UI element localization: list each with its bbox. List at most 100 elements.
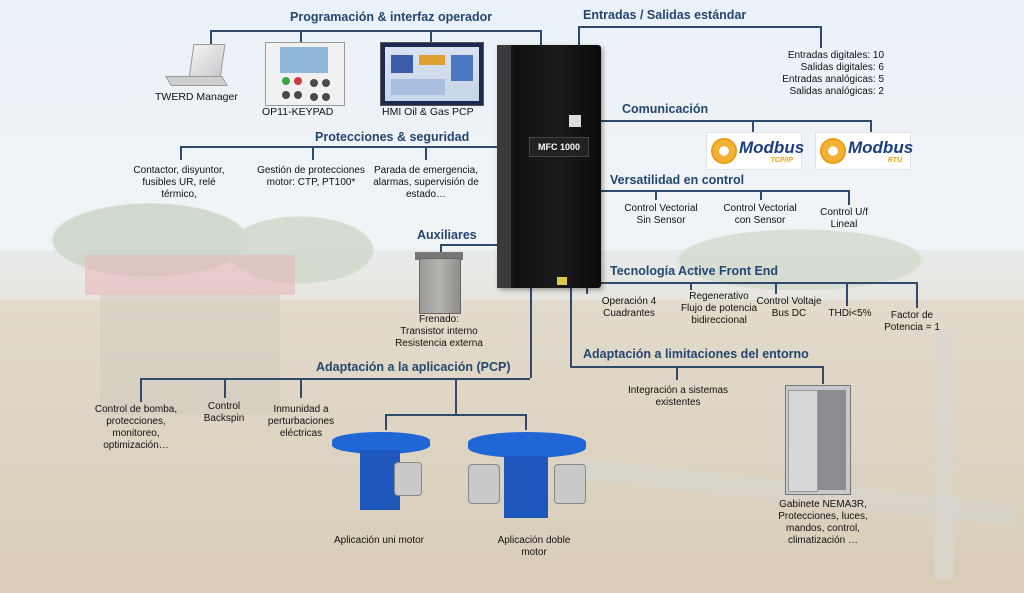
connector bbox=[224, 378, 226, 398]
connector bbox=[430, 30, 432, 42]
connector bbox=[210, 30, 212, 44]
control-vectorial-sin-sensor: Control Vectorial Sin Sensor bbox=[624, 203, 698, 226]
pcp-inmunidad: Inmunidad a perturbaciones eléctricas bbox=[267, 404, 335, 439]
section-title-programacion: Programación & interfaz operador bbox=[290, 10, 493, 24]
control-uf-lineal: Control U/f Lineal bbox=[820, 207, 868, 230]
io-digital-inputs: Entradas digitales: 10 bbox=[787, 50, 884, 61]
modbus-sub: TCP/IP bbox=[770, 157, 793, 164]
connector bbox=[440, 244, 442, 256]
afe-regenerativo: Regenerativo Flujo de potencia bidirecci… bbox=[680, 291, 758, 326]
section-title-comunicacion: Comunicación bbox=[622, 102, 709, 116]
connector bbox=[846, 282, 848, 306]
connector bbox=[586, 282, 588, 294]
section-title-protecciones: Protecciones & seguridad bbox=[315, 130, 470, 144]
braking-resistor-box bbox=[419, 258, 461, 314]
connector bbox=[820, 26, 822, 48]
connector bbox=[455, 378, 457, 414]
connector bbox=[822, 366, 824, 384]
connector bbox=[600, 120, 870, 122]
section-title-limitaciones: Adaptación a limitaciones del entorno bbox=[583, 347, 809, 361]
afe-4-cuadrantes: Operación 4 Cuadrantes bbox=[601, 296, 657, 319]
modbus-gear-icon bbox=[711, 138, 737, 164]
connector bbox=[848, 190, 850, 205]
auxiliares-text: Frenado: Transistor interno Resistencia … bbox=[378, 314, 500, 350]
afe-voltaje-bus: Control Voltaje Bus DC bbox=[756, 296, 822, 319]
pcp-control-backspin: Control Backspin bbox=[203, 401, 245, 424]
connector bbox=[752, 120, 754, 132]
control-vectorial-con-sensor: Control Vectorial con Sensor bbox=[723, 203, 797, 226]
connector bbox=[760, 190, 762, 200]
modbus-sub: RTU bbox=[887, 157, 902, 164]
hmi-block bbox=[419, 55, 445, 65]
connector bbox=[525, 414, 527, 430]
connector bbox=[440, 244, 498, 246]
connector bbox=[916, 282, 918, 308]
connector bbox=[600, 190, 848, 192]
connector bbox=[775, 282, 777, 294]
mfc1000-cabinet: MFC 1000 bbox=[497, 45, 601, 288]
keypad-key bbox=[310, 79, 318, 87]
section-title-auxiliares: Auxiliares bbox=[417, 228, 477, 242]
pcp-control-bomba: Control de bomba, protecciones, monitore… bbox=[94, 404, 178, 451]
connector bbox=[210, 30, 540, 32]
connector bbox=[180, 146, 498, 148]
keypad-image bbox=[265, 42, 345, 106]
hmi-block bbox=[391, 79, 445, 95]
section-title-adaptacion-pcp: Adaptación a la aplicación (PCP) bbox=[316, 360, 511, 374]
afe-thdi: THDi<5% bbox=[828, 308, 872, 319]
keypad-key bbox=[322, 93, 330, 101]
connector bbox=[870, 120, 872, 132]
proteccion-parada: Parada de emergencia, alarmas, supervisi… bbox=[373, 165, 479, 200]
connector bbox=[425, 146, 427, 160]
connector bbox=[578, 26, 820, 28]
nema-door bbox=[788, 390, 818, 492]
proteccion-motor: Gestión de protecciones motor: CTP, PT10… bbox=[257, 165, 365, 188]
io-analog-outputs: Salidas analógicas: 2 bbox=[789, 86, 884, 97]
pump-doble-motor-image bbox=[462, 430, 590, 532]
hmi-screen-image bbox=[380, 42, 484, 106]
proteccion-contactor: Contactor, disyuntor, fusibles UR, relé … bbox=[133, 165, 225, 200]
hmi-block bbox=[391, 55, 413, 73]
modbus-tcpip-logo: Modbus TCP/IP bbox=[706, 132, 805, 170]
laptop-icon bbox=[188, 44, 226, 79]
auxiliares-transistor: Transistor interno bbox=[400, 326, 478, 337]
modbus-word: Modbus bbox=[739, 138, 805, 157]
caption-nema3r: Gabinete NEMA3R, Protecciones, luces, ma… bbox=[778, 499, 868, 546]
background-post bbox=[935, 330, 953, 580]
pump-head bbox=[332, 432, 430, 454]
section-title-entradas-salidas: Entradas / Salidas estándar bbox=[583, 8, 747, 22]
cabinet-side bbox=[497, 45, 511, 288]
connector bbox=[570, 288, 572, 366]
hmi-block bbox=[451, 55, 473, 81]
keypad-key bbox=[294, 77, 302, 85]
connector bbox=[655, 190, 657, 200]
pump-body bbox=[504, 456, 548, 518]
connector bbox=[140, 378, 142, 402]
pump-uni-motor-image bbox=[330, 430, 432, 530]
connector bbox=[180, 146, 182, 160]
afe-factor-potencia: Factor de Potencia = 1 bbox=[884, 310, 940, 333]
connector bbox=[570, 366, 822, 368]
auxiliares-frenado: Frenado: bbox=[418, 314, 460, 325]
warning-sticker-icon bbox=[557, 277, 567, 285]
caption-uni-motor: Aplicación uni motor bbox=[333, 535, 425, 546]
pump-body bbox=[360, 450, 400, 510]
connector bbox=[300, 378, 302, 398]
background-pump-body bbox=[100, 295, 280, 415]
modbus-rtu-logo: Modbus RTU bbox=[815, 132, 913, 170]
section-title-active-front-end: Tecnología Active Front End bbox=[610, 264, 779, 278]
caption-doble-motor: Aplicación doble motor bbox=[497, 535, 571, 558]
nema-cabinet-image bbox=[785, 385, 851, 495]
pump-motor-icon bbox=[468, 464, 500, 504]
io-analog-inputs: Entradas analógicas: 5 bbox=[782, 74, 884, 85]
modbus-gear-icon bbox=[820, 138, 846, 164]
hmi-display bbox=[385, 47, 479, 101]
device-label: MFC 1000 bbox=[529, 137, 589, 157]
io-digital-outputs: Salidas digitales: 6 bbox=[800, 62, 884, 73]
keypad-key bbox=[282, 77, 290, 85]
connector bbox=[140, 378, 530, 380]
brand-logo-icon bbox=[569, 115, 581, 127]
pump-motor-icon bbox=[554, 464, 586, 504]
connector bbox=[530, 288, 532, 378]
label-op11-keypad: OP11-KEYPAD bbox=[262, 106, 334, 118]
